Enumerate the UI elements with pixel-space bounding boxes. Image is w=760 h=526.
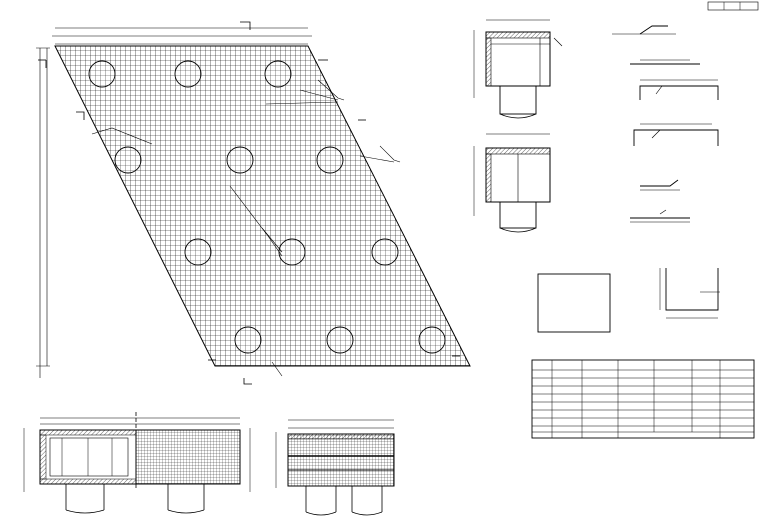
rebar-shape-4 (633, 129, 719, 146)
leader-line (299, 89, 339, 101)
rebar-shape-1 (639, 25, 668, 35)
cut-mark-f-left (76, 111, 85, 120)
section-gg (473, 133, 551, 233)
leader-line (265, 101, 339, 105)
leader-line (271, 361, 283, 377)
pile-circle (418, 326, 446, 354)
cut-mark-c-bottom (243, 378, 252, 385)
pile-circle (264, 60, 292, 88)
pile-circle (184, 238, 212, 266)
pile-circle (278, 238, 306, 266)
leader-line (359, 155, 395, 163)
leader-line (379, 145, 401, 163)
rebar-shape-5 (640, 179, 679, 187)
rebar-shape-3 (639, 85, 719, 100)
leader-line (317, 79, 345, 101)
pile-circle (316, 146, 344, 174)
section-ff (473, 19, 563, 119)
plan-view (36, 21, 471, 385)
leader-line (91, 127, 153, 145)
pile-circle (234, 326, 262, 354)
bar-schedule-table (531, 359, 755, 439)
legend-box (537, 273, 611, 333)
cut-mark-c-top (240, 21, 251, 30)
pile-circle (88, 60, 116, 88)
section-aa-bb (23, 412, 251, 514)
leader-line (229, 185, 283, 257)
slab-plan (54, 45, 471, 367)
rebar-shapes (612, 25, 720, 319)
leader-line (261, 227, 283, 253)
pile-circle (114, 146, 142, 174)
pile-circle (226, 146, 254, 174)
pile-circle (174, 60, 202, 88)
cut-mark-a-left (38, 59, 47, 68)
section-cc (275, 419, 395, 516)
rebar-shape-7 (665, 268, 719, 311)
title-block (707, 1, 759, 11)
pile-circle (371, 238, 399, 266)
pile-circle (326, 326, 354, 354)
